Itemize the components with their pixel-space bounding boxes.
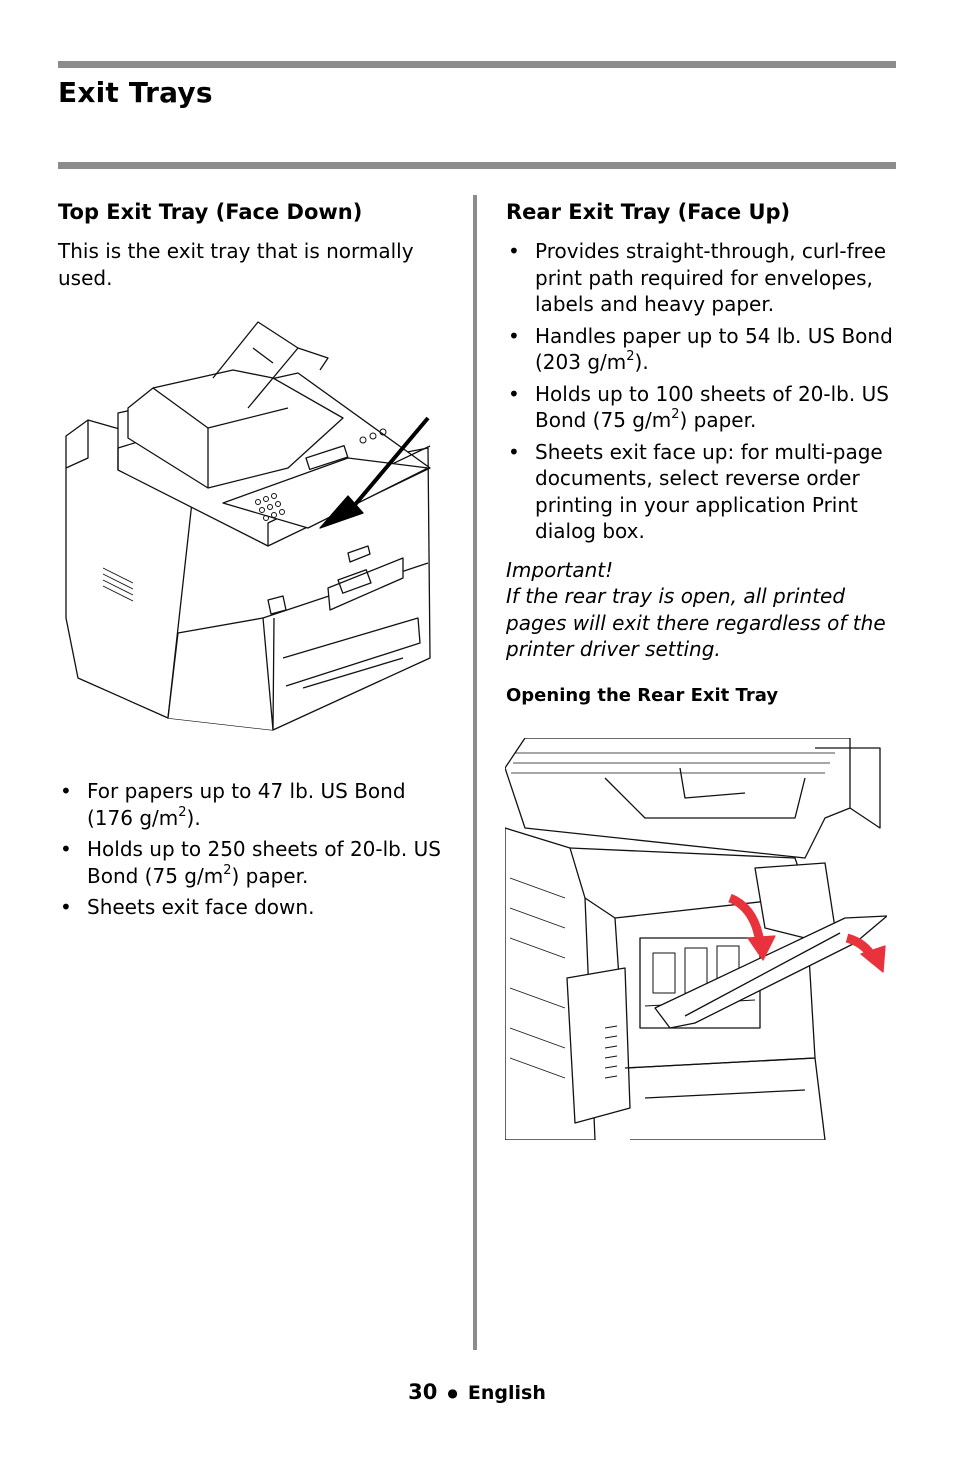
top-exit-tray-heading: Top Exit Tray (Face Down) (58, 200, 363, 224)
list-item: •Handles paper up to 54 lb. US Bond (203… (508, 323, 893, 375)
mfp-printer-illustration (58, 318, 436, 732)
page-footer: 30 ● English (0, 1380, 954, 1404)
top-exit-tray-specs: •For papers up to 47 lb. US Bond (176 g/… (58, 778, 448, 926)
important-text: If the rear tray is open, all printed pa… (506, 584, 886, 661)
column-divider (473, 195, 477, 1350)
page-title: Exit Trays (58, 76, 213, 109)
list-item: •For papers up to 47 lb. US Bond (176 g/… (60, 779, 406, 830)
footer-separator: ● (447, 1386, 458, 1400)
list-item: •Holds up to 100 sheets of 20-lb. US Bon… (508, 381, 889, 433)
opening-rear-exit-tray-heading: Opening the Rear Exit Tray (506, 684, 779, 706)
rear-exit-tray-heading: Rear Exit Tray (Face Up) (506, 200, 791, 224)
right-column: Rear Exit Tray (Face Up) •Provides strai… (506, 200, 901, 706)
list-item: •Holds up to 250 sheets of 20-lb. US Bon… (60, 837, 441, 888)
rear-exit-tray-illustration (504, 737, 888, 1141)
page-number: 30 (408, 1380, 438, 1404)
top-exit-tray-intro: This is the exit tray that is normally u… (58, 239, 414, 290)
list-item: •Provides straight-through, curl-free pr… (508, 239, 887, 316)
top-rule (58, 61, 896, 68)
list-item: •Sheets exit face down. (60, 895, 315, 919)
list-item: •Sheets exit face up: for multi-page doc… (508, 439, 883, 544)
important-label: Important! (506, 557, 614, 582)
important-note: Important! If the rear tray is open, all… (506, 557, 901, 663)
title-bottom-rule (58, 162, 896, 169)
footer-language: English (467, 1382, 546, 1404)
left-column: Top Exit Tray (Face Down) This is the ex… (58, 200, 448, 291)
